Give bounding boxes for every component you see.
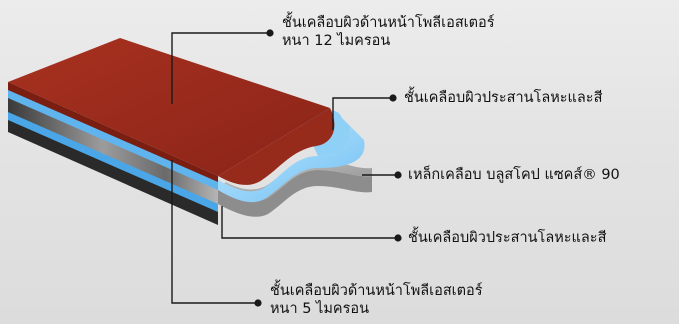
leader-dot-steel-core (394, 171, 402, 179)
label-top-coating: ชั้นเคลือบผิวด้านหน้าโพลีเอสเตอร์ หนา 12… (282, 14, 495, 50)
leader-top-coating (171, 32, 270, 104)
back-coating-layer (8, 118, 218, 225)
label-steel-core: เหล็กเคลือบ บลูสโคป แซคส์® 90 (408, 166, 620, 184)
steel-core-layer (8, 96, 372, 217)
leader-lower-pretreatment (221, 206, 398, 239)
leader-dot-top-coating (266, 29, 274, 37)
leader-back-coating (171, 160, 258, 304)
leader-lines (171, 32, 398, 304)
label-top-coating-line1: ชั้นเคลือบผิวด้านหน้าโพลีเอสเตอร์ (282, 15, 495, 31)
top-coating-layer (8, 38, 335, 185)
label-upper-pretreatment-line1: ชั้นเคลือบผิวประสานโลหะและสี (404, 90, 603, 106)
leader-dot-lower-pretreatment (394, 234, 402, 242)
lower-pretreatment-layer (8, 110, 218, 212)
leader-upper-pretreatment (332, 97, 393, 130)
leader-dot-back-coating (254, 299, 262, 307)
label-back-coating: ชั้นเคลือบผิวด้านหน้าโพลีเอสเตอร์ หนา 5 … (270, 282, 483, 318)
label-back-coating-line1: ชั้นเคลือบผิวด้านหน้าโพลีเอสเตอร์ (270, 283, 483, 299)
label-top-coating-line2: หนา 12 ไมครอน (282, 33, 391, 49)
leader-dots (254, 29, 402, 307)
label-lower-pretreatment: ชั้นเคลือบผิวประสานโลหะและสี (408, 229, 606, 247)
label-lower-pretreatment-line1: ชั้นเคลือบผิวประสานโลหะและสี (408, 230, 607, 246)
label-steel-core-line1: เหล็กเคลือบ บลูสโคป แซคส์® 90 (408, 167, 620, 183)
label-back-coating-line2: หนา 5 ไมครอน (270, 301, 370, 317)
label-upper-pretreatment: ชั้นเคลือบผิวประสานโลหะและสี (404, 89, 602, 107)
leader-dot-upper-pretreatment (389, 94, 397, 102)
